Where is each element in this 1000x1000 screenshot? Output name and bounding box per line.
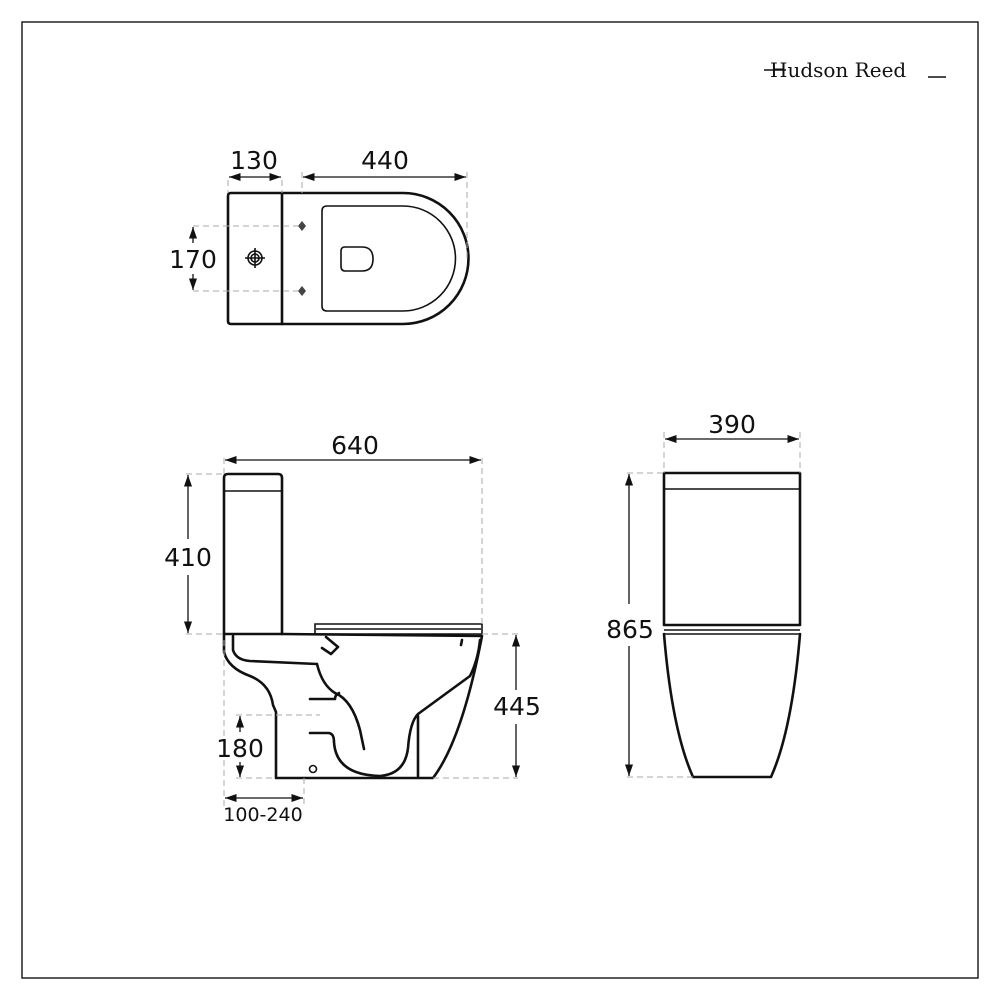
- front-view-guides: [627, 432, 801, 778]
- flush-button-icon: [245, 248, 265, 268]
- dim-label-410: 410: [164, 543, 212, 572]
- side-view-outline: [222, 472, 484, 780]
- drawing-frame: [21, 21, 979, 979]
- bolt-hole-icon: [298, 221, 306, 231]
- dim-label-640: 640: [331, 431, 379, 460]
- dim-label-440: 440: [361, 146, 409, 175]
- dim-label-170: 170: [169, 245, 217, 274]
- top-view: 130 440 170: [169, 146, 470, 326]
- dim-label-445: 445: [493, 692, 541, 721]
- top-view-guides: [193, 172, 468, 292]
- side-view: 640 410 445 180 100-240: [164, 431, 541, 826]
- bolt-hole-icon: [298, 286, 306, 296]
- top-view-outline: [226, 191, 470, 326]
- side-view-guides: [186, 458, 518, 806]
- dim-label-390: 390: [708, 410, 756, 439]
- dim-label-865: 865: [606, 615, 654, 644]
- svg-text:Hudson Reed: Hudson Reed: [770, 58, 906, 82]
- dim-label-100-240: 100-240: [223, 804, 302, 826]
- dim-label-180: 180: [216, 734, 264, 763]
- front-view: 390 865: [606, 410, 802, 779]
- front-view-outline: [662, 471, 802, 779]
- dim-label-130: 130: [230, 146, 278, 175]
- hudson-reed-logo: Hudson Reed: [764, 58, 946, 82]
